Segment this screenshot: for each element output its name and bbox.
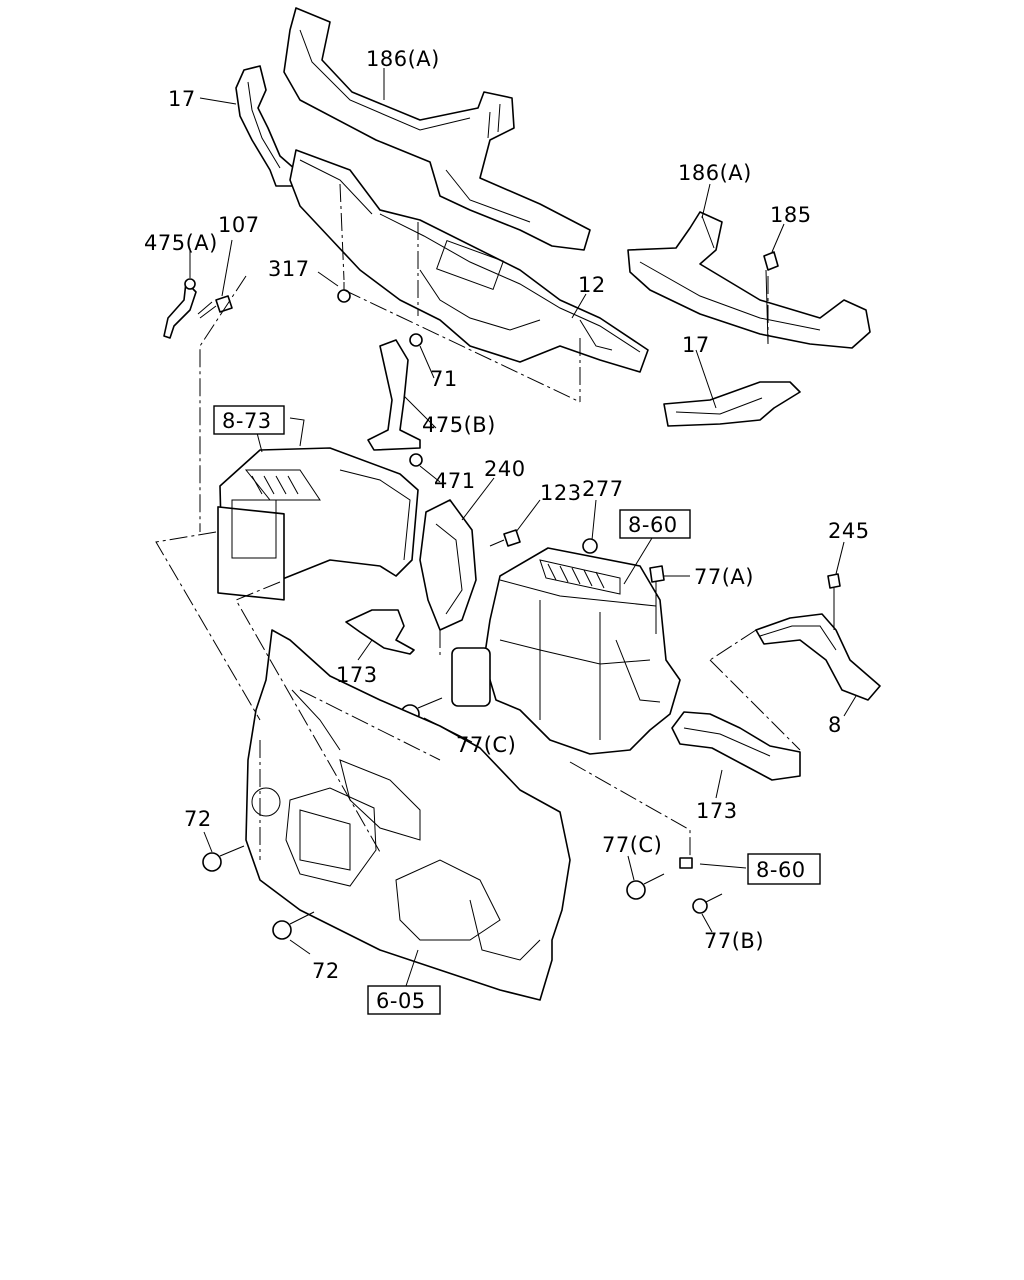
label-186a-top: 186(A) xyxy=(366,47,440,71)
label-240: 240 xyxy=(484,457,526,481)
assembly-lines xyxy=(155,183,835,860)
label-123: 123 xyxy=(540,481,582,505)
label-71: 71 xyxy=(430,367,458,391)
bracket-475a xyxy=(163,278,197,339)
label-17-top: 17 xyxy=(168,87,196,111)
side-duct-17-right xyxy=(663,381,801,427)
bolt-107 xyxy=(197,295,233,319)
label-72-top: 72 xyxy=(184,807,212,831)
ref-box-8-73: 8-73 xyxy=(213,405,285,435)
label-186a-right: 186(A) xyxy=(678,161,752,185)
label-173-right: 173 xyxy=(696,799,738,823)
leader-lines xyxy=(189,68,857,987)
heater-unit xyxy=(451,547,681,755)
ref-6-05: 6-05 xyxy=(376,989,426,1013)
duct-8 xyxy=(755,613,881,701)
ref-8-60-top: 8-60 xyxy=(628,513,678,537)
label-77a: 77(A) xyxy=(694,565,754,589)
ref-8-73: 8-73 xyxy=(222,409,272,433)
label-107: 107 xyxy=(218,213,260,237)
label-173-left: 173 xyxy=(336,663,378,687)
ref-box-8-60-bottom: 8-60 xyxy=(747,853,821,885)
bolt-72-bottom xyxy=(272,911,315,940)
screw-123 xyxy=(489,529,521,547)
duct-173-left xyxy=(345,609,415,655)
side-duct-17-top xyxy=(235,65,297,187)
nut-71 xyxy=(409,333,423,347)
label-12: 12 xyxy=(578,273,606,297)
label-185: 185 xyxy=(770,203,812,227)
bolt-185 xyxy=(763,251,779,345)
ref-box-8-60-top: 8-60 xyxy=(619,509,691,539)
label-77c-low: 77(C) xyxy=(602,833,662,857)
label-277: 277 xyxy=(582,477,624,501)
label-77c-mid: 77(C) xyxy=(456,733,516,757)
part-240 xyxy=(419,499,477,631)
nut-471 xyxy=(409,453,423,467)
ref-box-6-05: 6-05 xyxy=(367,985,441,1015)
upper-duct-186a xyxy=(283,7,591,251)
dash-panel xyxy=(245,629,571,1001)
blower-unit xyxy=(217,417,419,601)
label-475b: 475(B) xyxy=(422,413,496,437)
nut-277 xyxy=(582,538,598,554)
label-471: 471 xyxy=(434,469,476,493)
duct-173-right xyxy=(671,711,801,781)
label-72-bottom: 72 xyxy=(312,959,340,983)
bracket-475b xyxy=(367,339,421,451)
label-245: 245 xyxy=(828,519,870,543)
label-475a: 475(A) xyxy=(144,231,218,255)
bolt-72-top xyxy=(202,845,245,872)
bolt-245 xyxy=(827,573,841,616)
label-8: 8 xyxy=(828,713,842,737)
ref-8-60-bottom: 8-60 xyxy=(756,858,806,882)
label-317: 317 xyxy=(268,257,310,281)
label-17-right: 17 xyxy=(682,333,710,357)
bolt-77a xyxy=(649,565,665,616)
bolt-77b xyxy=(692,893,723,914)
label-77b: 77(B) xyxy=(704,929,764,953)
right-duct-186a xyxy=(627,211,871,349)
bolt-77c-low xyxy=(626,873,665,900)
clip-8-60 xyxy=(679,857,693,869)
